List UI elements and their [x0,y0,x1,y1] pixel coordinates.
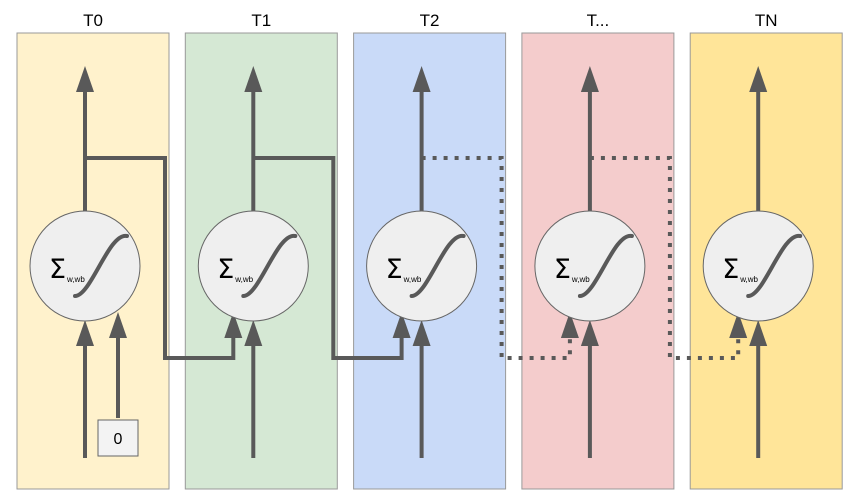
column-title: T0 [83,11,103,30]
column-title: T1 [251,11,271,30]
neuron-symbol: Σ [554,254,571,285]
column-title: TN [755,11,778,30]
input-arrow-icon [580,320,599,346]
sigmoid-curve-icon [746,233,803,298]
output-arrow-icon [749,66,768,92]
output-arrow-icon [244,66,263,92]
recurrent-connection [589,156,741,360]
sigmoid-curve-icon [73,233,129,298]
initial-state-arrow-icon [109,312,127,338]
initial-state-box: 0 [97,419,139,457]
recurrent-connection [85,156,236,360]
recurrent-connection [421,156,572,360]
column-title: T... [587,11,610,30]
initial-state-label: 0 [114,431,123,448]
output-arrow-icon [76,66,94,92]
neuron-circle [534,210,646,322]
neuron-subscript: w,wb [66,275,85,284]
recurrent-connections [85,156,748,360]
neuron-symbol: Σ [722,254,739,285]
recurrent-connection [253,156,404,360]
input-arrow-icon [749,320,768,346]
neuron-circle [29,210,141,322]
neuron-symbol: Σ [217,254,234,285]
input-arrow-icon [244,320,263,346]
initial-state-rect [97,419,139,457]
column-title: T2 [420,11,440,30]
sigmoid-curve-icon [577,233,634,298]
recurrent-arrow-icon [729,312,748,338]
input-arrow-icon [412,320,431,346]
output-arrow-icon [580,66,599,92]
output-arrow-icon [412,66,431,92]
sigmoid-curve-icon [409,233,466,298]
sigmoid-curve-icon [241,233,298,298]
neuron-symbol: Σ [49,254,66,285]
neuron-circle [197,210,309,322]
recurrent-arrow-icon [560,312,579,338]
neuron-subscript: w,wb [403,275,422,284]
input-arrow-icon [76,320,94,346]
neuron-circle [702,210,814,322]
neuron-subscript: w,wb [571,275,590,284]
neuron-circle [366,210,478,322]
recurrent-arrow-icon [392,312,411,338]
neuron-subscript: w,wb [739,275,758,284]
neuron-subscript: w,wb [234,275,253,284]
neuron-symbol: Σ [386,254,403,285]
recurrent-arrow-icon [224,312,243,338]
